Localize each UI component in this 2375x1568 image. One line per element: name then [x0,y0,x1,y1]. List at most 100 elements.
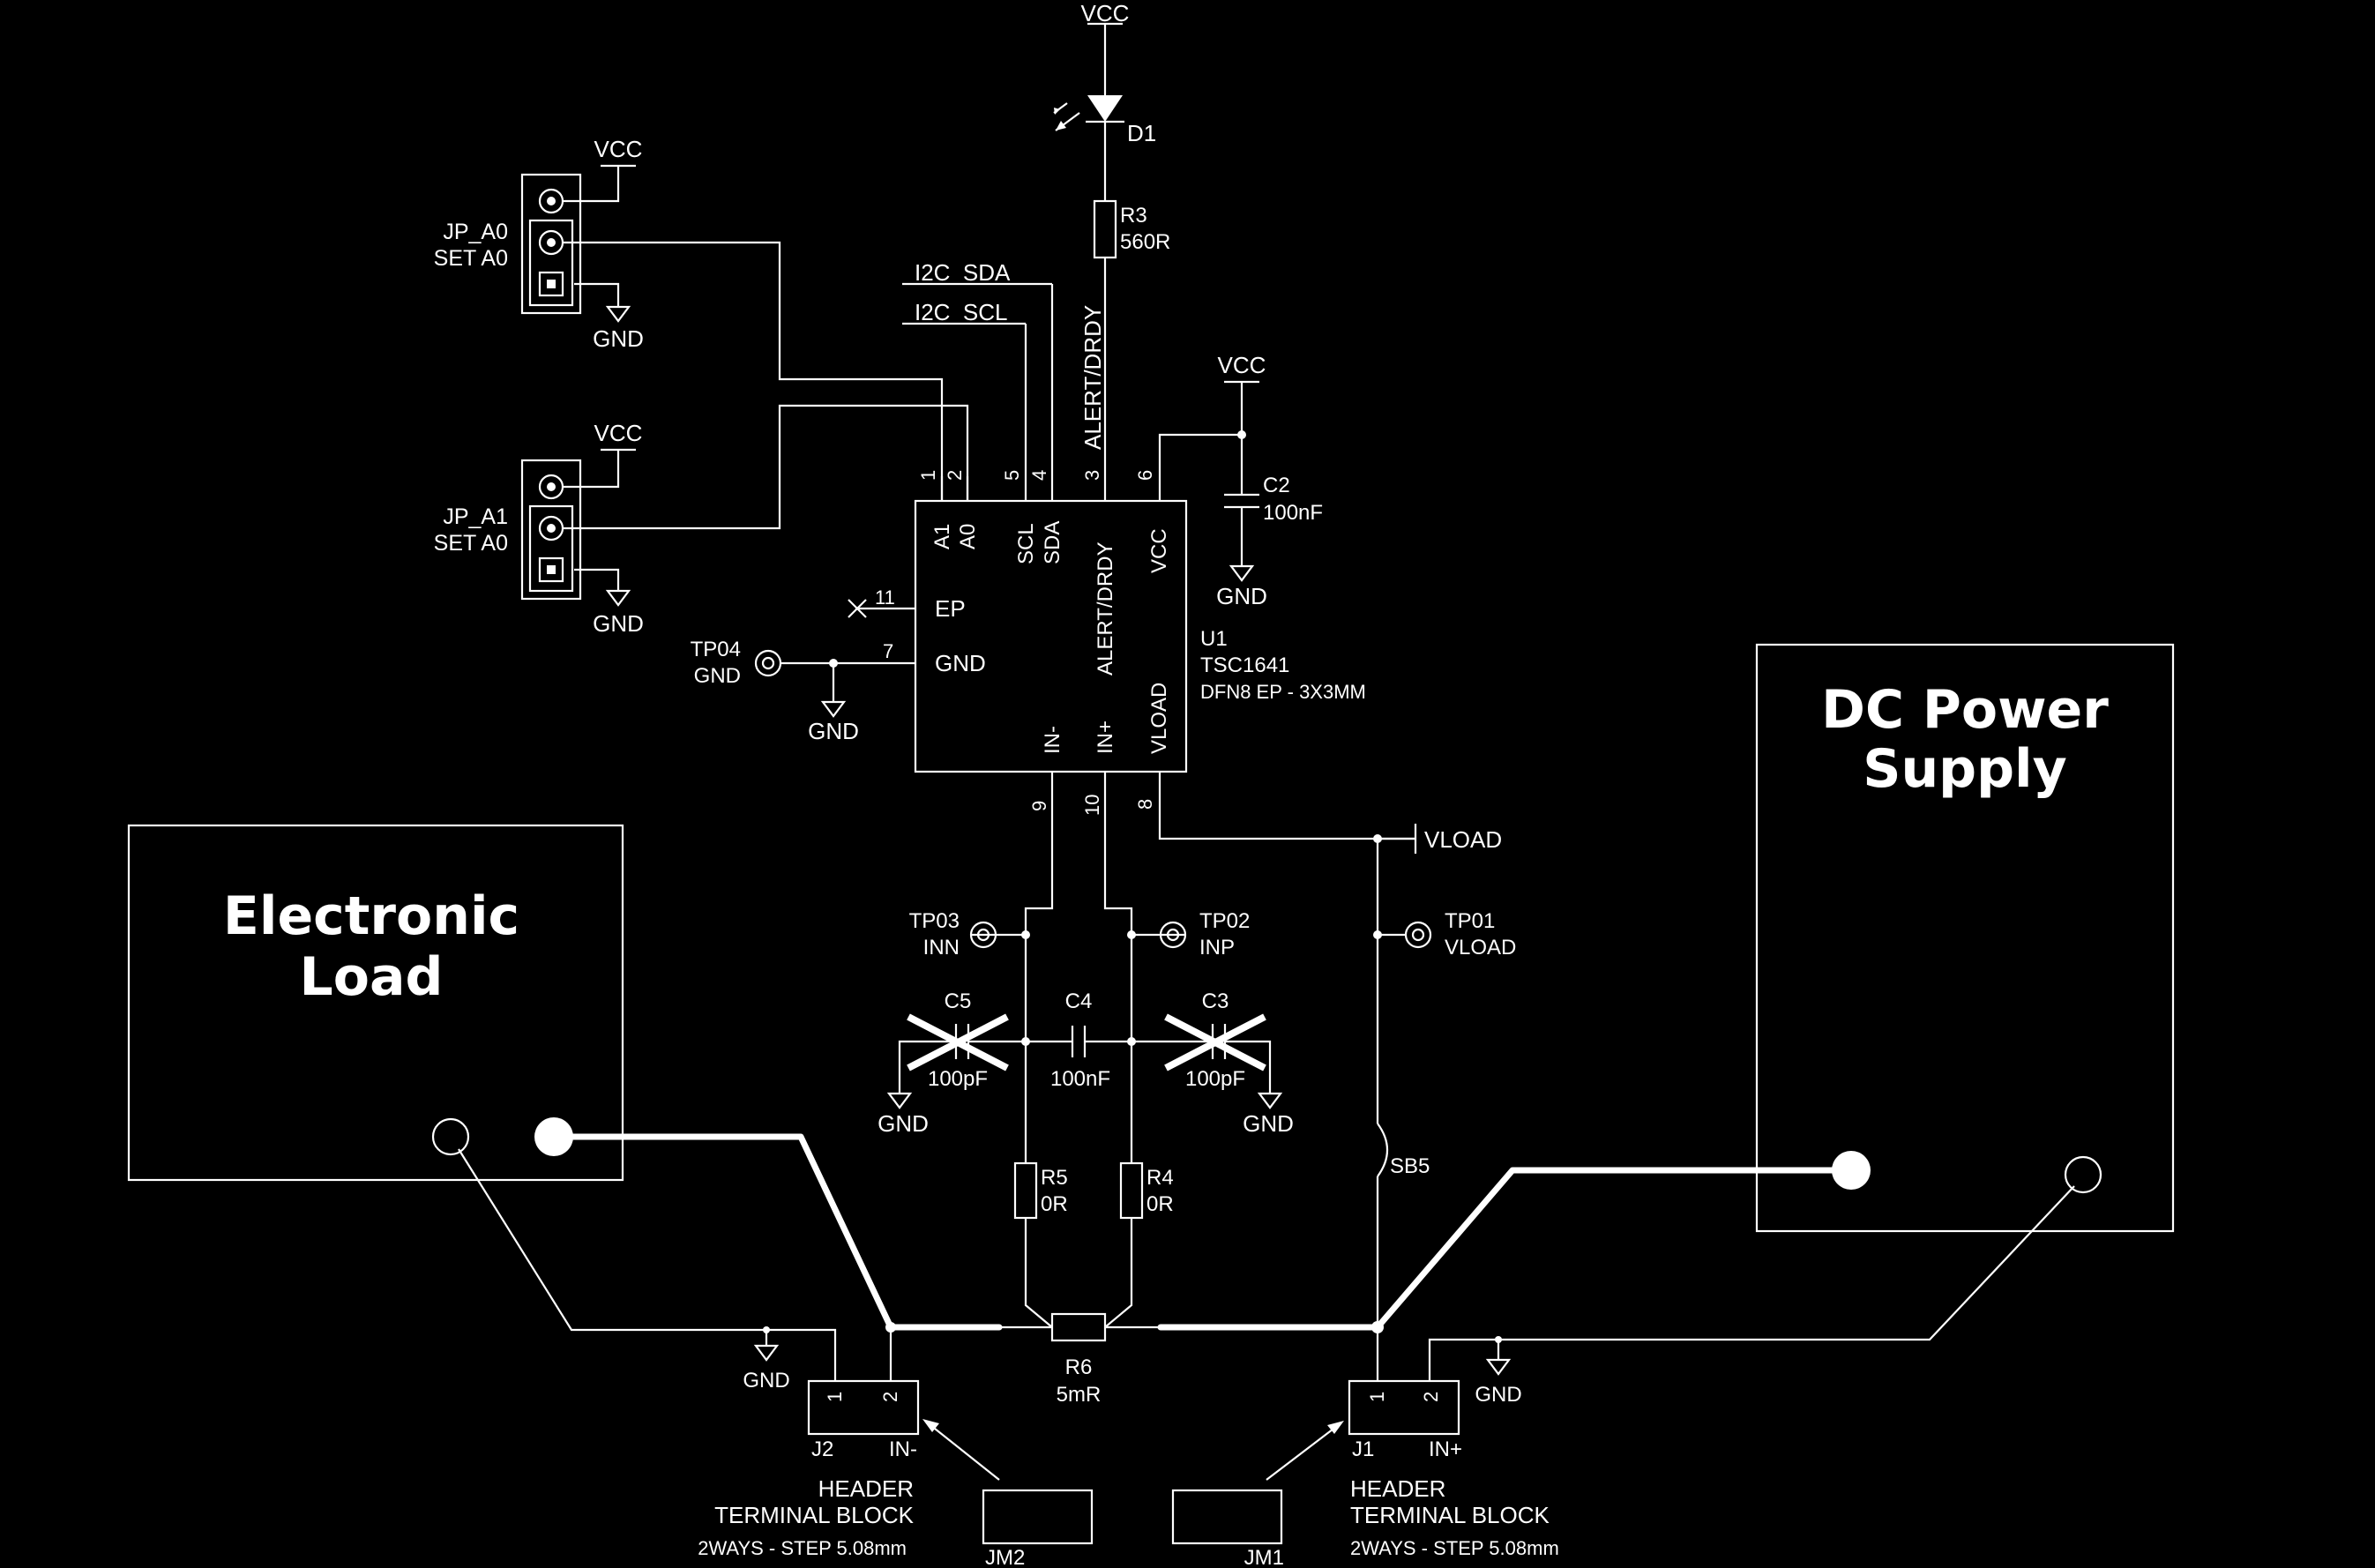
supply-return-wire [1428,1185,2075,1381]
j1-desc-line3: 2WAYS - STEP 5.08mm [1350,1537,1559,1559]
scl-net-label: I2C_SCL [915,299,1008,325]
pin-label-vcc: VCC [1147,528,1171,573]
pin-number-vcc: 6 [1134,470,1156,481]
gnd-label-jp-a1: GND [593,610,644,637]
j2-desc-line1: HEADER [818,1475,914,1502]
electronic-load-block: Electronic Load [127,824,624,1182]
pin-number-vload: 8 [1134,799,1156,810]
vcc-label-jp-a1: VCC [594,420,643,446]
gnd-label-c3: GND [1243,1110,1294,1137]
pin-number-a1: 1 [917,470,939,481]
pin-label-alert: ALERT/DRDY [1094,541,1117,676]
j2-pin2-label: 2 [879,1392,901,1402]
gnd-label-tp04: GND [808,718,859,744]
gnd-label-j2: GND [743,1369,789,1393]
r4-ref: R4 [1146,1166,1174,1190]
jp-a1-func: SET A0 [434,531,508,556]
sda-net-label: I2C_SDA [915,259,1011,286]
pin-label-gnd: GND [935,650,986,676]
power-wiring [570,1133,1835,1331]
shunt-resistor-r6: R6 5mR [999,1312,1161,1407]
header-j1: 1 2 J1 IN+ GND HEADER TERMINAL BLOCK 2WA… [1348,1327,1559,1559]
header-j2: 1 2 J2 IN- GND HEADER TERMINAL BLOCK 2WA… [698,1326,920,1559]
vload-branch: VLOAD TP01 VLOAD SB5 [1158,772,1516,1327]
c3-ref: C3 [1202,989,1229,1013]
supply-negative-terminal [2064,1155,2102,1194]
jp-a0-name: JP_A0 [443,220,508,244]
gnd-label-c2: GND [1216,583,1267,609]
gnd-label-jp-a0: GND [593,325,644,352]
pin-number-alert: 3 [1081,470,1103,481]
pin-label-sda: SDA [1041,521,1064,564]
pin-label-ep: EP [935,595,966,622]
inn-branch: TP03 INN GND C5 100pF R5 0R [878,772,1068,1328]
load-positive-terminal [534,1117,573,1156]
pin-number-ep: 11 [875,586,895,609]
supply-positive-terminal [1832,1151,1871,1190]
j1-desc-line2: TERMINAL BLOCK [1350,1502,1550,1528]
pin-label-vload: VLOAD [1147,683,1171,754]
c4-ref: C4 [1065,989,1093,1013]
inp-branch: TP02 INP GND C3 100pF R4 0R [1103,772,1294,1328]
electronic-load-title-line1: Electronic [223,885,519,947]
pin-label-a1: A1 [930,524,954,549]
r3-value: 560R [1120,230,1170,254]
c5-value: 100pF [928,1067,988,1091]
gnd-label-j1: GND [1475,1383,1521,1407]
tp01-ref: TP01 [1445,909,1495,933]
c4-value: 100nF [1050,1067,1110,1091]
r6-ref: R6 [1065,1355,1093,1379]
ic-package: DFN8 EP - 3X3MM [1200,681,1366,703]
tp03-ref: TP03 [909,909,960,933]
tp01-net: VLOAD [1445,936,1516,959]
ic-u1-tsc1641: 1 2 5 4 3 6 A1 A0 SCL SDA ALERT/DRDY VCC… [833,470,1366,816]
pin-number-scl: 5 [1001,470,1023,481]
jumper-module-jm2: JM2 [922,1419,1094,1568]
vcc-label-c2: VCC [1218,352,1266,378]
j1-pin1-label: 1 [1366,1392,1388,1402]
pin-number-a0: 2 [944,470,966,481]
jm1-label: JM1 [1244,1546,1284,1568]
r5-value: 0R [1041,1192,1068,1216]
j2-pin1-label: 1 [824,1392,846,1402]
j1-pin2-label: 2 [1420,1392,1442,1402]
jumper-jp-a1: JP_A1 SET A0 VCC GND [434,404,969,637]
test-point-tp04: GND TP04 GND [691,638,859,744]
tp03-net: INN [923,936,960,959]
j2-ref: J2 [811,1437,833,1461]
jumper-jp-a0: JP_A0 SET A0 VCC GND [434,136,944,501]
load-return-wire [458,1148,837,1381]
solder-bridge-label: SB5 [1390,1154,1430,1178]
j2-desc-line3: 2WAYS - STEP 5.08mm [698,1537,907,1559]
differential-cap-c4: C4 100nF [1026,989,1131,1091]
vcc-label-top: VCC [1081,0,1130,26]
r5-ref: R5 [1041,1166,1068,1190]
tp02-ref: TP02 [1199,909,1250,933]
pin-number-inn: 9 [1028,801,1050,811]
ic-part: TSC1641 [1200,653,1289,677]
gnd-label-c5: GND [878,1110,929,1137]
c2-value: 100nF [1263,501,1323,525]
r3-ref: R3 [1120,204,1147,228]
tp04-net: GND [694,664,741,688]
dc-supply-title-line2: Supply [1863,738,2067,800]
pin-number-sda: 4 [1028,470,1050,481]
tp02-net: INP [1199,936,1235,959]
pin-number-inp: 10 [1081,795,1103,816]
r4-value: 0R [1146,1192,1174,1216]
led-ref: D1 [1127,120,1156,146]
vload-net-label: VLOAD [1424,826,1502,853]
r6-value: 5mR [1057,1383,1102,1407]
pin-label-inp: IN+ [1094,721,1117,754]
alert-net-label: ALERT/DRDY [1079,305,1106,450]
ic-ref: U1 [1200,627,1228,651]
jp-a1-name: JP_A1 [443,504,508,529]
led-indicator-branch: VCC D1 R3 560R ALERT/DRDY [1053,0,1170,501]
j1-ref: J1 [1352,1437,1374,1461]
vcc-label-jp-a0: VCC [594,136,643,162]
c2-ref: C2 [1263,474,1290,497]
c3-value: 100pF [1185,1067,1245,1091]
c5-ref: C5 [945,989,972,1013]
pin-label-scl: SCL [1014,523,1038,564]
